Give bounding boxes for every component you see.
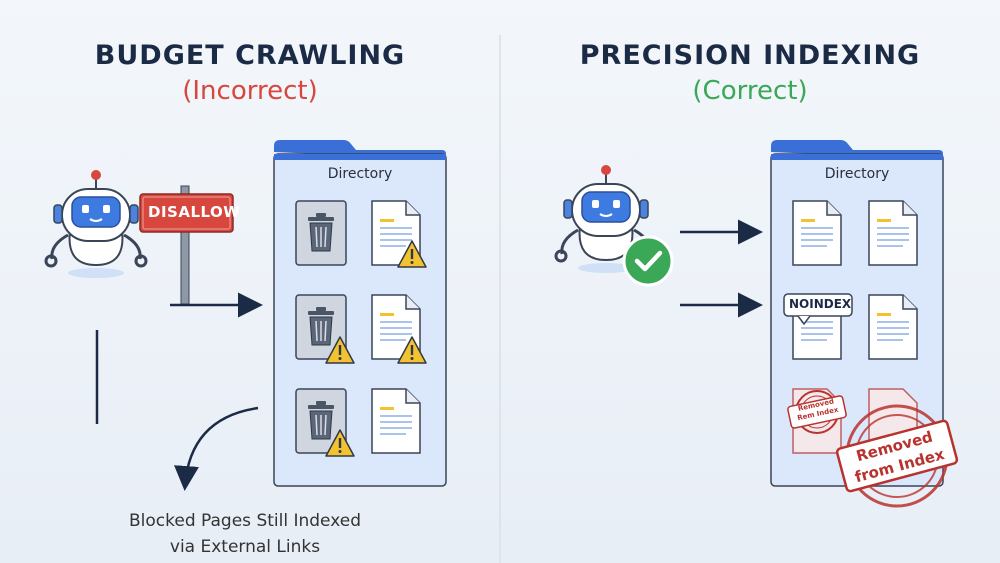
trash-icon (295, 200, 347, 266)
left-title: BUDGET CRAWLING (94, 40, 406, 71)
panel-divider (499, 35, 501, 563)
right-title: PRECISION INDEXING (579, 40, 921, 71)
left-robot-icon (44, 168, 148, 280)
right-folder-label: Directory (824, 166, 890, 182)
document-icon (792, 200, 842, 266)
disallow-label: DISALLOW (148, 203, 241, 221)
document-icon (868, 200, 918, 266)
left-subtitle: (Incorrect) (182, 76, 318, 106)
noindex-tag (783, 293, 853, 326)
document-icon (868, 294, 918, 360)
check-icon (622, 235, 674, 287)
document-icon (371, 388, 421, 454)
left-folder-label: Directory (327, 166, 393, 182)
stamp-icon (835, 404, 959, 508)
curved-arrow (174, 406, 259, 491)
left-caption: Blocked Pages Still Indexed via External… (129, 511, 361, 557)
right-subtitle: (Correct) (692, 76, 808, 106)
noindex-label: NOINDEX (789, 297, 852, 311)
small-stamp-icon (787, 390, 847, 434)
